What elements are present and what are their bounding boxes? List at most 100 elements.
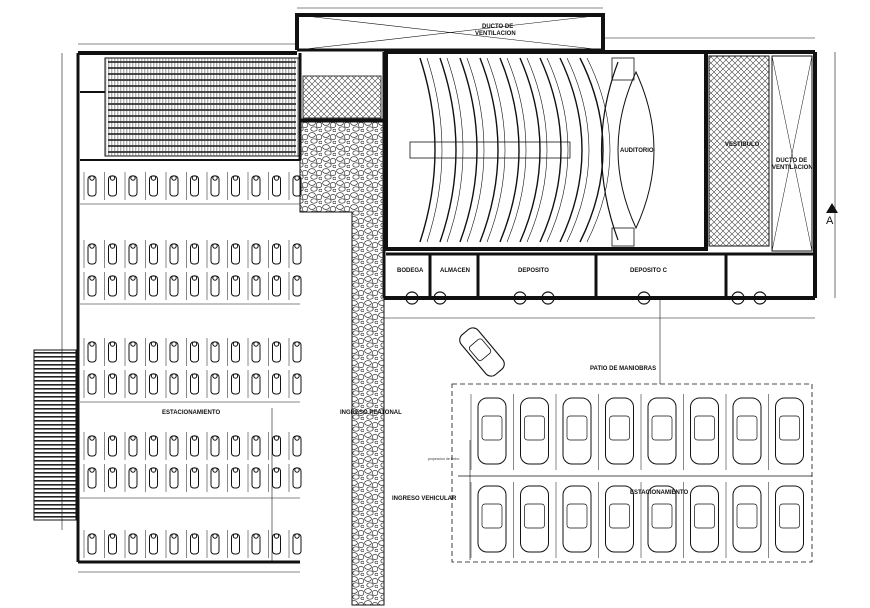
seat-row <box>579 57 604 243</box>
label-deposito-2: DEPOSITO C <box>630 268 668 274</box>
motorbike-space <box>145 530 158 558</box>
motorbike-space <box>104 464 117 492</box>
motorbike-space <box>104 338 117 366</box>
motorbike-space <box>83 432 97 460</box>
motorbike-space <box>268 530 281 558</box>
motorbike-space <box>104 272 117 300</box>
motorbike-space <box>104 370 117 398</box>
motorbike-space <box>288 338 302 366</box>
auditorium-stage <box>600 57 655 247</box>
car-space <box>683 482 719 558</box>
motorbike-space <box>227 464 240 492</box>
motorbike-space <box>124 240 138 268</box>
dimension-lines <box>61 7 836 573</box>
motorbike-space <box>124 272 138 300</box>
motorbike-space <box>165 370 179 398</box>
motorbike-space <box>104 432 117 460</box>
car-space <box>470 394 507 470</box>
motorbike-space <box>288 272 302 300</box>
motorbike-space <box>288 530 302 558</box>
car-space <box>768 482 804 558</box>
auditorium-seating <box>409 57 611 243</box>
motorbike-space <box>104 172 117 200</box>
seat-row <box>559 57 583 243</box>
label-ducto-right: DUCTO DE <box>776 158 807 164</box>
label-ingreso-peatonal: INGRESO PEATONAL <box>340 410 402 416</box>
motorbike-space <box>165 464 179 492</box>
motorbike-space <box>227 272 240 300</box>
motorbike-space <box>124 172 138 200</box>
motorbike-space <box>186 338 199 366</box>
label-patio: PATIO DE MANIOBRAS <box>590 366 656 372</box>
label-ingreso-vehicular: INGRESO VEHICULAR <box>392 496 457 502</box>
motorbike-space <box>186 432 199 460</box>
motorbike-space <box>165 432 179 460</box>
car-space <box>640 394 677 470</box>
motorbike-space <box>247 370 261 398</box>
motorbike-space <box>206 172 220 200</box>
bleachers <box>104 57 301 157</box>
motorbike-space <box>83 240 97 268</box>
motorbike-space <box>145 370 158 398</box>
motorbike-space <box>247 338 261 366</box>
columns <box>405 291 767 305</box>
stone-path <box>299 121 385 606</box>
seat-row-back <box>526 57 548 243</box>
motorbike-space <box>186 370 199 398</box>
motorbike-space <box>145 272 158 300</box>
seat-row <box>519 57 541 243</box>
car-space <box>768 394 804 470</box>
motorbike-space <box>83 272 97 300</box>
seat-row <box>479 57 499 243</box>
motorbike-space <box>227 432 240 460</box>
seat-row-back <box>566 57 590 243</box>
motorbike-space <box>206 338 220 366</box>
seat-row-back <box>446 57 464 243</box>
car-entering <box>459 327 505 377</box>
motorbike-space <box>83 172 97 200</box>
section-mark-label: A <box>826 215 834 227</box>
motorbike-space <box>206 432 220 460</box>
motorbike-space <box>83 338 97 366</box>
motorbike-space <box>227 338 240 366</box>
motorbike-space <box>186 172 199 200</box>
label-vestibulo: VESTIBULO <box>725 142 760 148</box>
seat-row <box>459 57 478 243</box>
seat-row-back <box>506 57 527 243</box>
motorbike-space <box>124 530 138 558</box>
label-deposito-1: DEPOSITO <box>518 268 549 274</box>
seat-row <box>499 57 520 243</box>
motorbike-space <box>268 338 281 366</box>
left-ramp <box>33 349 77 521</box>
label-almacen: ALMACEN <box>440 268 470 274</box>
seat-row-back <box>466 57 485 243</box>
car-parking <box>451 383 813 563</box>
motorbike-space <box>186 240 199 268</box>
motorbike-space <box>206 240 220 268</box>
car-space <box>683 394 719 470</box>
motorbike-space <box>288 432 302 460</box>
motorbike-space <box>124 432 138 460</box>
motorbike-space <box>288 464 302 492</box>
car-space <box>725 482 762 558</box>
motorbike-space <box>268 432 281 460</box>
section-mark: A <box>826 203 838 227</box>
motorbike-space <box>124 464 138 492</box>
guide-lines <box>271 300 661 562</box>
motorbike-space <box>206 272 220 300</box>
motorbike-space <box>247 172 261 200</box>
motorbike-space <box>206 530 220 558</box>
service-rooms <box>302 75 382 119</box>
motorbike-space <box>268 172 281 200</box>
motorbike-space <box>165 172 179 200</box>
motorbike-space <box>145 338 158 366</box>
motorbike-space <box>247 272 261 300</box>
motorbike-space <box>288 172 302 200</box>
label-ducto-right2: VENTILACION <box>772 165 813 171</box>
label-proyeccion: proyeccion de techo <box>428 457 459 461</box>
car-space <box>598 394 634 470</box>
motorbike-space <box>247 464 261 492</box>
seat-row-back <box>586 57 611 243</box>
motorbike-space <box>247 530 261 558</box>
